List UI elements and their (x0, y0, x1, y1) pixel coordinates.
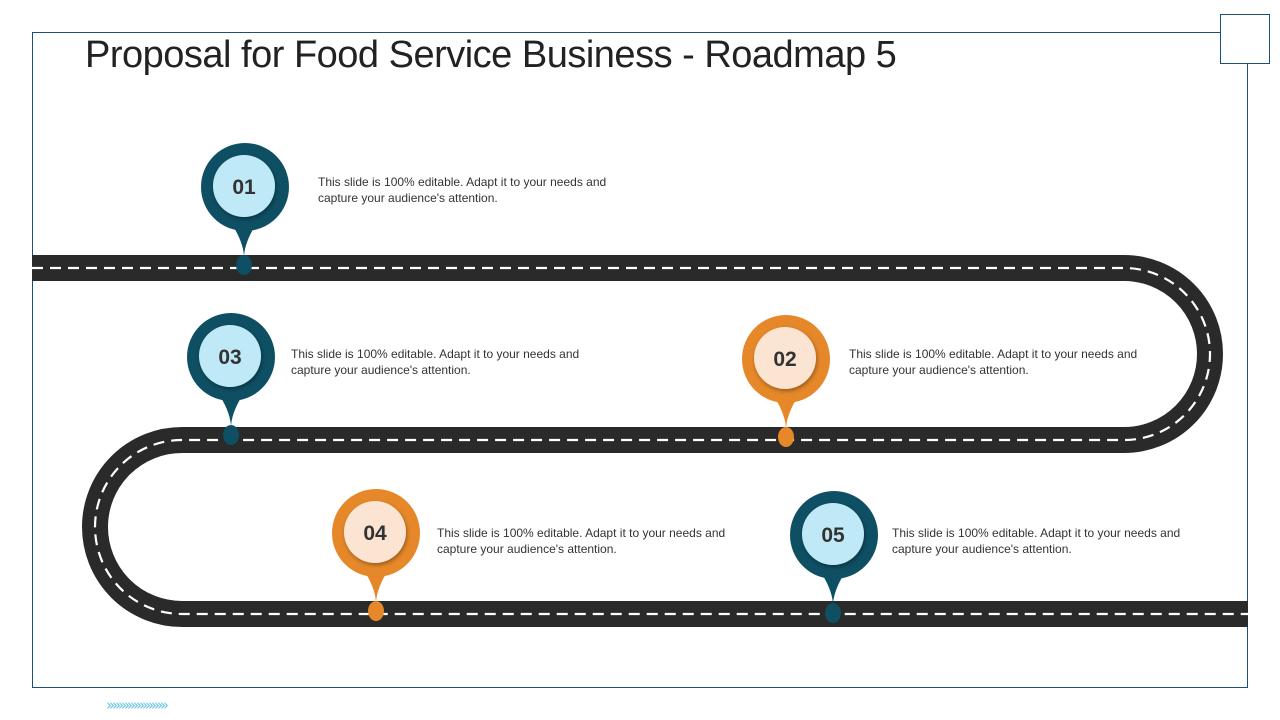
road-lane-markings (32, 266, 1248, 616)
pin-tip (236, 255, 252, 275)
milestone-03-description: This slide is 100% editable. Adapt it to… (291, 347, 580, 377)
corner-box (1220, 14, 1270, 64)
pin-stem (775, 398, 797, 430)
pin-stem (233, 226, 255, 258)
milestone-number: 01 (232, 176, 256, 199)
pin-inner-circle (213, 155, 275, 217)
pin-stem (365, 572, 387, 604)
milestone-pin-02: 02 (742, 315, 830, 447)
milestone-pin-05: 05 (790, 491, 878, 623)
milestone-number: 05 (821, 524, 845, 547)
milestone-02-description: This slide is 100% editable. Adapt it to… (849, 347, 1138, 377)
milestone-05-description: This slide is 100% editable. Adapt it to… (892, 526, 1181, 556)
milestone-number: 02 (773, 348, 796, 371)
milestone-number: 04 (363, 522, 387, 545)
pin-tip (223, 425, 239, 445)
milestone-number: 03 (218, 346, 241, 369)
milestone-01-description: This slide is 100% editable. Adapt it to… (318, 175, 607, 205)
pin-stem (822, 574, 844, 606)
pin-tip (778, 427, 794, 447)
pin-inner-circle (754, 327, 816, 389)
milestone-pin-01: 01 (201, 143, 289, 275)
pin-tip (825, 603, 841, 623)
slide-frame (32, 32, 1248, 688)
pin-stem (220, 396, 242, 428)
pin-inner-circle (199, 325, 261, 387)
milestone-pin-03: 03 (187, 313, 275, 445)
pin-inner-circle (802, 503, 864, 565)
milestone-pin-04: 04 (332, 489, 420, 621)
pin-inner-circle (344, 501, 406, 563)
pin-tip (368, 601, 384, 621)
slide-title: Proposal for Food Service Business - Roa… (85, 34, 897, 76)
milestone-04-description: This slide is 100% editable. Adapt it to… (437, 526, 726, 556)
chevron-decoration: ›››››››››››››››››››› (106, 696, 169, 714)
